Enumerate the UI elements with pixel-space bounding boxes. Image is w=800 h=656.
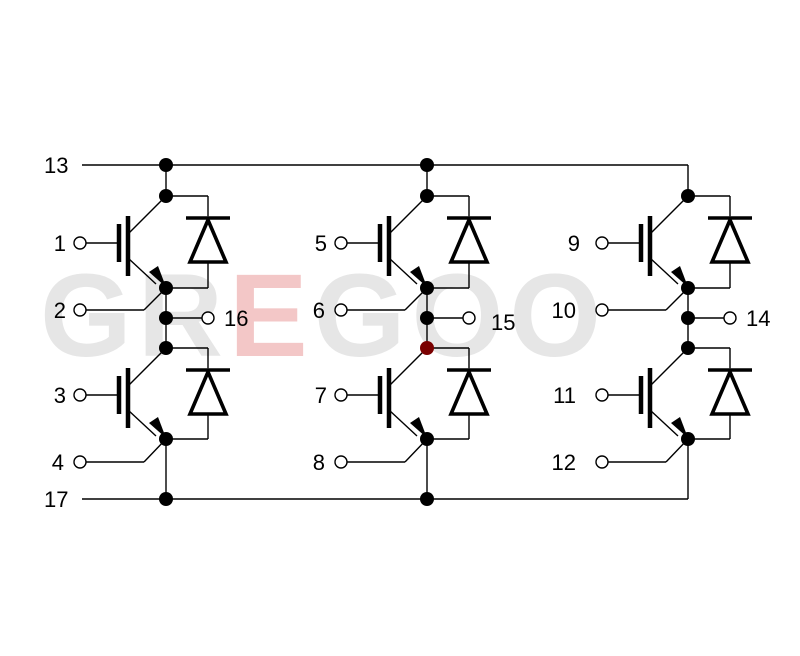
emitter-label-4: 4 <box>52 450 64 475</box>
wire <box>649 257 679 285</box>
emitter-arrow <box>410 266 427 287</box>
terminal-circle <box>73 455 87 469</box>
terminal-circle <box>73 303 87 317</box>
terminal-circle <box>334 303 348 317</box>
terminal-circle <box>201 311 215 325</box>
terminal-circle <box>73 236 87 250</box>
leg-3: 9 11 10 12 14 <box>552 189 770 475</box>
leg-2: 5 7 6 8 15 <box>313 165 515 499</box>
igbt-upper-switch: 9 <box>568 195 752 289</box>
watermark: GREGOO <box>40 250 607 382</box>
wire <box>127 195 167 235</box>
watermark-text: GREGOO <box>40 250 607 382</box>
terminal-circle <box>595 388 609 402</box>
emitter-label-2: 2 <box>54 298 66 323</box>
wire <box>388 347 428 387</box>
output-label-15: 15 <box>491 310 515 335</box>
wire <box>649 347 689 387</box>
wire <box>127 409 157 437</box>
igbt-lower-switch: 11 <box>553 347 752 440</box>
junction-dot <box>159 341 173 355</box>
wire <box>127 257 157 285</box>
emitter-label-12: 12 <box>552 450 576 475</box>
gate-label-9: 9 <box>568 231 580 256</box>
gate-label-5: 5 <box>315 231 327 256</box>
bus-label-top: 13 <box>44 153 68 178</box>
emitter-arrow <box>671 417 688 438</box>
bus-label-bottom: 17 <box>44 487 68 512</box>
wire <box>649 195 689 235</box>
gate-label-7: 7 <box>315 383 327 408</box>
igbt-upper-switch: 5 <box>315 195 491 289</box>
emitter-arrow <box>410 417 427 438</box>
wire <box>388 195 428 235</box>
watermark-left: GR <box>40 250 229 382</box>
emitter-arrow <box>149 417 166 438</box>
output-label-16: 16 <box>224 306 248 331</box>
leg-1: 1 3 2 4 16 <box>52 165 248 499</box>
wire <box>665 438 689 463</box>
output-label-14: 14 <box>746 306 770 331</box>
igbt-lower-switch: 7 <box>315 347 491 440</box>
terminal-circle <box>595 455 609 469</box>
buses: 13 17 <box>44 153 689 512</box>
wire <box>388 409 418 437</box>
terminal-circle <box>334 388 348 402</box>
junction-dot <box>159 189 173 203</box>
watermark-right: GOO <box>314 250 607 382</box>
junction-dot <box>681 341 695 355</box>
wire <box>127 347 167 387</box>
wire <box>665 287 689 311</box>
terminal-circle <box>73 388 87 402</box>
gate-label-1: 1 <box>54 231 66 256</box>
junction-dot <box>420 341 434 355</box>
watermark-mid: E <box>229 250 314 382</box>
gate-label-11: 11 <box>553 383 576 408</box>
emitter-arrow <box>149 266 166 287</box>
terminal-circle <box>462 311 476 325</box>
emitter-label-10: 10 <box>552 298 576 323</box>
terminal-circle <box>595 303 609 317</box>
diode-triangle <box>709 367 751 416</box>
junction-dot <box>420 189 434 203</box>
igbt-lower-switch: 3 <box>54 347 230 440</box>
terminal-circle <box>334 236 348 250</box>
inverter-legs: 1 3 2 4 16 5 7 6 8 15 9 11 10 12 14 <box>52 165 770 499</box>
wire <box>388 257 418 285</box>
wire <box>404 438 428 463</box>
gate-label-3: 3 <box>54 383 66 408</box>
igbt-upper-switch: 1 <box>54 195 230 289</box>
emitter-label-8: 8 <box>313 450 325 475</box>
emitter-label-6: 6 <box>313 298 325 323</box>
wire <box>404 287 428 311</box>
diode-triangle <box>709 215 751 264</box>
wire <box>649 409 679 437</box>
terminal-circle <box>723 311 737 325</box>
junction-dot <box>681 189 695 203</box>
wire <box>143 438 167 463</box>
wire <box>143 287 167 311</box>
emitter-arrow <box>671 266 688 287</box>
terminal-circle <box>334 455 348 469</box>
terminal-circle <box>595 236 609 250</box>
